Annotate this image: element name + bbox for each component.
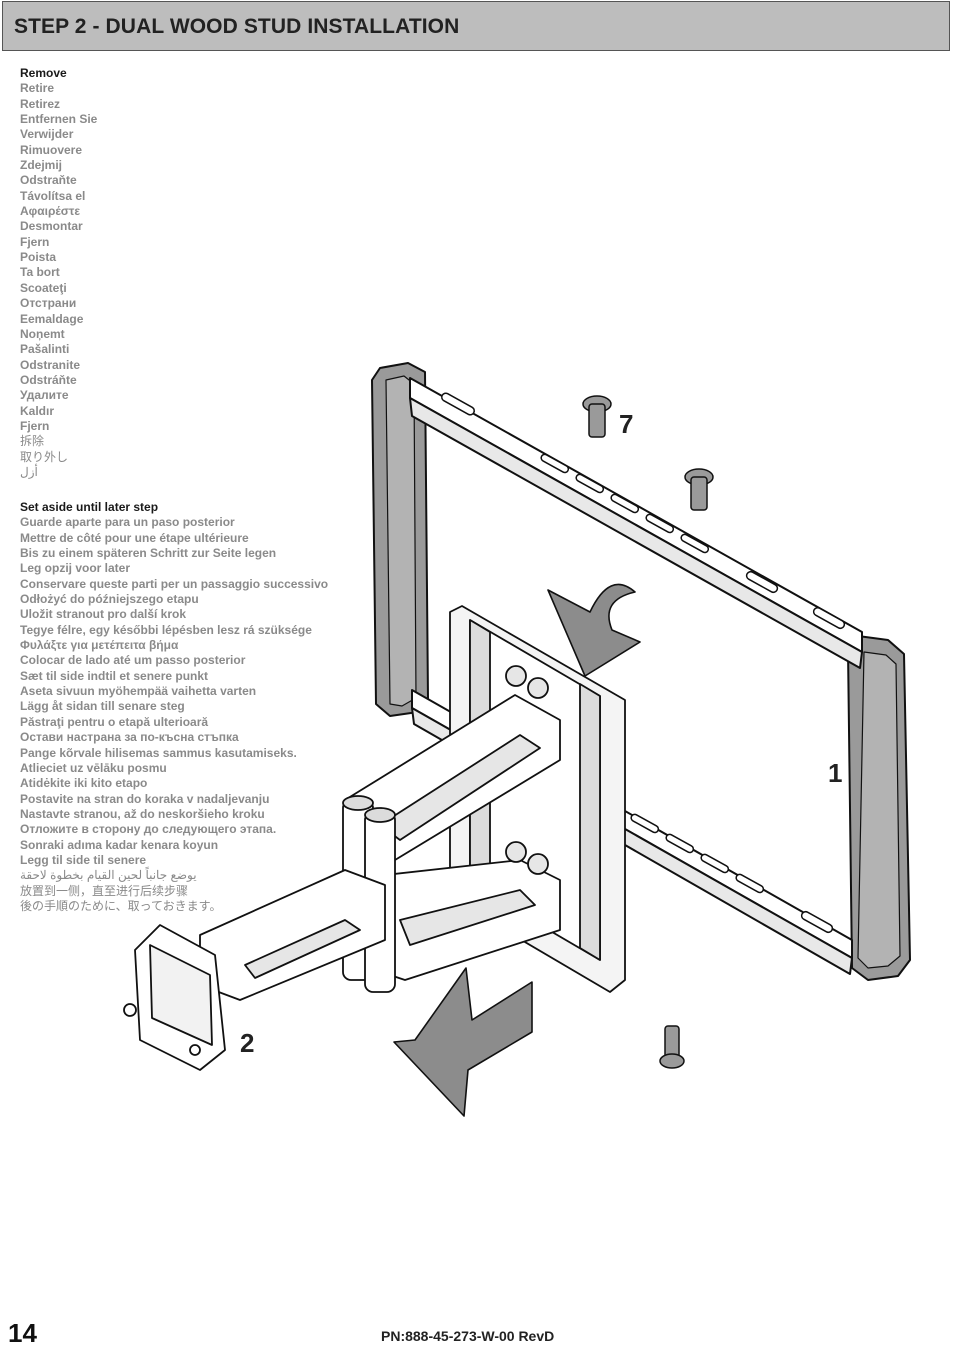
remove-translation: Entfernen Sie: [20, 112, 98, 127]
set-aside-translation: Sonraki adıma kadar kenara koyun: [20, 837, 219, 852]
remove-translation: Ta bort: [20, 265, 60, 280]
set-aside-translation: 後の手順のために、取っておきます。: [20, 898, 222, 913]
removal-arrows: [393, 583, 641, 1117]
screw-icon: [659, 1025, 685, 1069]
rail-slots-top: [441, 392, 846, 630]
remove-translation: Удалите: [20, 388, 69, 403]
set-aside-translation: Nastavte stranou, až do neskoršieho krok…: [20, 806, 265, 821]
screw-icon: [582, 395, 612, 438]
set-aside-translation: Postavite na stran do koraka v nadaljeva…: [20, 791, 270, 806]
remove-translation: Отстрани: [20, 296, 77, 311]
set-aside-translation: Odłożyć do późniejszego etapu: [20, 592, 199, 607]
set-aside-heading: Set aside until later step: [20, 500, 159, 514]
remove-heading: Remove: [20, 66, 67, 80]
set-aside-translation: Lägg åt sidan till senare steg: [20, 699, 185, 714]
set-aside-translation: Atidėkite iki kito etapo: [20, 776, 148, 791]
callout-label-arm: 2: [240, 1028, 255, 1058]
set-aside-translation: Uložit stranout pro další krok: [20, 607, 187, 622]
down-left-arrow-icon: [393, 967, 533, 1117]
step-header-bar: STEP 2 - DUAL WOOD STUD INSTALLATION: [2, 1, 950, 51]
callout-label-bracket: 1: [828, 758, 843, 788]
rail-slots-bottom: [630, 813, 834, 934]
set-aside-translation: Colocar de lado até um passo posterior: [20, 653, 246, 668]
set-aside-translation: Pange kõrvale hilisemas sammus kasutamis…: [20, 745, 297, 760]
remove-translation: Fjern: [20, 234, 50, 249]
step-title: STEP 2 - DUAL WOOD STUD INSTALLATION: [14, 15, 460, 38]
remove-translation: Odstráňte: [20, 372, 77, 387]
set-aside-translation: Sæt til side indtil et senere punkt: [20, 668, 209, 683]
remove-translation: Noņemt: [20, 326, 65, 341]
set-aside-translation: Atlieciet uz vēlāku posmu: [20, 760, 167, 775]
curved-arrow-icon: [547, 583, 641, 677]
set-aside-translation: Leg opzij voor later: [20, 561, 131, 576]
screw-icon: [684, 468, 714, 511]
articulating-arm-assembly: [123, 605, 626, 1071]
set-aside-translation: Mettre de côté pour une étape ultérieure: [20, 530, 249, 545]
remove-translation: Kaldır: [20, 403, 55, 418]
remove-translation: Eemaldage: [20, 311, 84, 326]
set-aside-translation: 放置到一侧，直至进行后续步骤: [20, 883, 189, 898]
remove-translation: Scoateţi: [20, 280, 67, 295]
remove-translation: Zdejmij: [20, 158, 63, 173]
part-number: PN:888-45-273-W-00 RevD: [381, 1328, 555, 1344]
remove-translation: Pašalinti: [20, 342, 70, 357]
page-number: 14: [8, 1318, 37, 1348]
set-aside-translation: Bis zu einem späteren Schritt zur Seite …: [20, 546, 277, 561]
remove-translation: Αφαιρέστε: [20, 204, 81, 219]
remove-translation: Fjern: [20, 418, 50, 433]
set-aside-translation: Guarde aparte para un paso posterior: [20, 515, 235, 530]
remove-translation: Távolítsa el: [20, 188, 86, 203]
set-aside-translation: Остави настрана за по-късна стъпка: [20, 730, 239, 745]
callout-label-screws: 7: [619, 409, 634, 439]
set-aside-translation: يوضع جانباً لحين القيام بخطوة لاحقة: [20, 868, 197, 883]
set-aside-instruction-list: Set aside until later step Guarde aparte…: [20, 500, 328, 914]
set-aside-translation: Conservare queste parti per un passaggio…: [20, 576, 329, 591]
remove-translation: Retire: [20, 81, 55, 96]
remove-translation: 拆除: [20, 434, 45, 449]
remove-translation: 取り外し: [20, 449, 69, 464]
set-aside-translation: Aseta sivuun myöhempää vaihetta varten: [20, 684, 257, 699]
set-aside-translation: Φυλάξτε για μετέπειτα βήμα: [20, 638, 179, 653]
set-aside-translation: Legg til side til senere: [20, 852, 147, 867]
set-aside-translation: Tegye félre, egy későbbi lépésben lesz r…: [20, 622, 312, 637]
remove-translation: Poista: [20, 250, 57, 265]
remove-translation: Verwijder: [20, 127, 74, 142]
remove-translation: Retirez: [20, 96, 61, 111]
remove-translation: Odstraňte: [20, 173, 77, 188]
mount-disassembly-illustration: [123, 362, 911, 1117]
screw-hardware: [582, 395, 714, 1069]
set-aside-translation: Păstraţi pentru o etapă ulterioară: [20, 714, 209, 729]
remove-translation: Desmontar: [20, 219, 83, 234]
remove-translation: أزل: [20, 464, 38, 479]
set-aside-translation: Отложите в сторону до следующего этапа.: [20, 822, 277, 837]
remove-instruction-list: Remove Retire Retirez Entfernen Sie Verw…: [20, 66, 97, 480]
remove-translation: Odstranite: [20, 357, 81, 372]
remove-translation: Rimuovere: [20, 142, 83, 157]
